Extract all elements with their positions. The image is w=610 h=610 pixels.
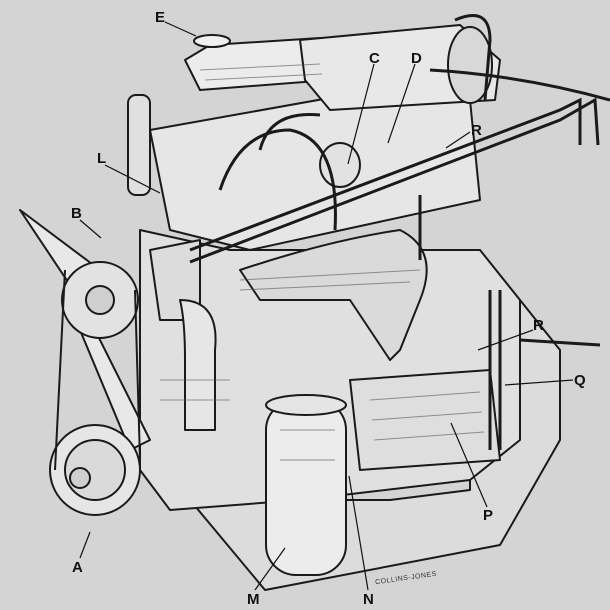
leader-B	[79, 219, 102, 239]
dynamo	[349, 369, 501, 471]
leader-L	[104, 164, 161, 194]
label-M: M	[247, 591, 260, 608]
label-N: N	[363, 591, 374, 608]
leader-N	[348, 475, 369, 591]
leader-P	[450, 422, 488, 508]
fan-belt	[54, 269, 141, 471]
label-E: E	[155, 9, 166, 26]
leader-M	[254, 547, 286, 591]
label-C: C	[369, 50, 380, 67]
distributor	[319, 142, 361, 188]
label-P: P	[483, 507, 494, 524]
leader-C	[347, 63, 375, 165]
label-D: D	[411, 50, 422, 67]
leader-E	[164, 21, 197, 37]
heater-pipe	[189, 97, 600, 264]
leader-D	[387, 63, 416, 144]
cylinder-head	[149, 79, 481, 251]
label-A: A	[72, 559, 83, 576]
label-L: L	[97, 150, 107, 167]
label-Q: Q	[574, 372, 586, 389]
oil-filler-cap	[193, 34, 231, 48]
leader-Q	[504, 379, 574, 386]
leader-A	[79, 531, 91, 559]
label-R-upper: R	[471, 122, 482, 139]
label-B: B	[71, 205, 82, 222]
radiator-hose	[179, 299, 217, 431]
oil-filter	[265, 399, 347, 576]
leader-R1	[445, 131, 471, 149]
fuel-pipe	[429, 68, 610, 102]
label-R-lower: R	[533, 317, 544, 334]
exhaust-manifold	[239, 229, 428, 361]
leader-R2	[477, 329, 534, 351]
breather-pipe	[127, 94, 151, 196]
